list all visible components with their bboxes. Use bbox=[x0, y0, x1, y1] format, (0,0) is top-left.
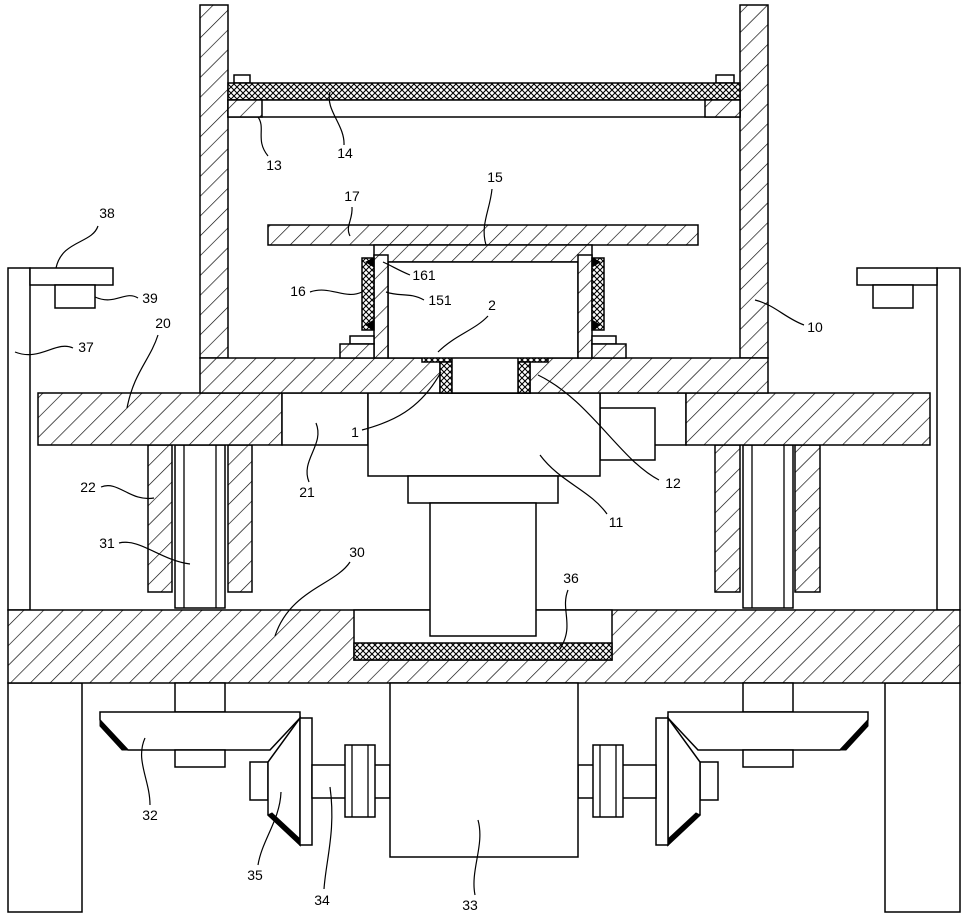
seal-strip-16-left bbox=[362, 258, 374, 330]
top-plate-17 bbox=[268, 225, 698, 245]
gear-hub bbox=[250, 762, 268, 800]
seal-strip-16-right bbox=[592, 258, 604, 330]
foot-step-right bbox=[592, 336, 616, 344]
label-16: 16 bbox=[290, 283, 306, 299]
label-20: 20 bbox=[155, 315, 171, 331]
leader-34 bbox=[324, 787, 332, 889]
cover-15-left-wall bbox=[374, 255, 388, 358]
housing-10 bbox=[200, 5, 768, 393]
right-leg bbox=[885, 683, 960, 912]
label-21: 21 bbox=[299, 484, 315, 500]
bevel-gear-32 bbox=[668, 712, 868, 750]
shaft-coupling bbox=[345, 745, 375, 817]
bevel-gear-32 bbox=[100, 712, 300, 750]
label-17: 17 bbox=[344, 188, 360, 204]
cover-15-right-wall bbox=[578, 255, 592, 358]
right-lamp bbox=[857, 268, 937, 308]
foot-step-left bbox=[350, 336, 374, 344]
mesh-pad-36 bbox=[354, 643, 612, 660]
left-lamp bbox=[30, 268, 113, 308]
gear-35-back bbox=[300, 718, 312, 845]
guide-sleeve-22-outer bbox=[148, 445, 172, 592]
label-35: 35 bbox=[247, 867, 263, 883]
cover-15-top bbox=[374, 245, 592, 262]
label-34: 34 bbox=[314, 892, 330, 908]
guide-sleeve-22-inner bbox=[228, 445, 252, 592]
filter-tab-left bbox=[234, 75, 250, 83]
support-block-13-right bbox=[705, 100, 740, 117]
label-12: 12 bbox=[665, 475, 681, 491]
lamp-39 bbox=[873, 285, 913, 308]
gear-mount-upper bbox=[743, 683, 793, 712]
label-13: 13 bbox=[266, 157, 282, 173]
housing-right-wall bbox=[740, 5, 768, 358]
leader-38 bbox=[56, 226, 98, 268]
label-15: 15 bbox=[487, 169, 503, 185]
support-block-13-left bbox=[228, 100, 262, 117]
lamp-39 bbox=[55, 285, 95, 308]
drive-block-11 bbox=[368, 393, 600, 476]
gear-35-back bbox=[656, 718, 668, 845]
drive-motor-33 bbox=[390, 683, 578, 857]
gear-mount-lower bbox=[743, 750, 793, 767]
right-drive bbox=[578, 683, 868, 845]
label-14: 14 bbox=[337, 145, 353, 161]
left-side-post-37 bbox=[8, 268, 30, 610]
lamp-holder-38 bbox=[857, 268, 937, 285]
lifting-plate-20-left bbox=[38, 393, 282, 445]
label-22: 22 bbox=[80, 479, 96, 495]
gear-hub bbox=[700, 762, 718, 800]
guide-sleeve-22-inner bbox=[715, 445, 740, 592]
cylinder-neck bbox=[408, 476, 558, 503]
label-33: 33 bbox=[462, 897, 478, 913]
lamp-holder-38 bbox=[30, 268, 113, 285]
lifting-plate-20-right bbox=[686, 393, 930, 445]
lifting-cylinder bbox=[430, 503, 536, 636]
housing-left-wall bbox=[200, 5, 228, 358]
foot-right bbox=[592, 344, 626, 358]
collar-2-right-sleeve bbox=[518, 362, 530, 393]
label-11: 11 bbox=[609, 514, 624, 530]
guide-sleeve-22-outer bbox=[795, 445, 820, 592]
leader-39 bbox=[95, 296, 138, 300]
label-37: 37 bbox=[78, 339, 94, 355]
leader-16 bbox=[310, 290, 362, 294]
label-161: 161 bbox=[412, 267, 436, 283]
label-31: 31 bbox=[99, 535, 115, 551]
left-leg bbox=[8, 683, 82, 912]
label-151: 151 bbox=[428, 292, 452, 308]
label-10: 10 bbox=[807, 319, 823, 335]
foot-left bbox=[340, 344, 374, 358]
label-38: 38 bbox=[99, 205, 115, 221]
label-32: 32 bbox=[142, 807, 158, 823]
filter-frame bbox=[228, 100, 740, 117]
leader-13 bbox=[258, 117, 268, 156]
gear-mount-lower bbox=[175, 750, 225, 767]
filter-tab-right bbox=[716, 75, 734, 83]
label-36: 36 bbox=[563, 570, 579, 586]
label-30: 30 bbox=[349, 544, 365, 560]
gear-mount-upper bbox=[175, 683, 225, 712]
leader-22 bbox=[101, 486, 154, 499]
label-2: 2 bbox=[488, 297, 496, 313]
shaft-coupling bbox=[593, 745, 623, 817]
guide-rod-31 bbox=[743, 445, 793, 608]
collar-2-left-sleeve bbox=[440, 362, 452, 393]
right-guide-assembly bbox=[715, 445, 820, 608]
filter-mesh-14 bbox=[228, 83, 740, 100]
left-guide-assembly bbox=[148, 445, 252, 608]
label-39: 39 bbox=[142, 290, 158, 306]
right-side-post-37 bbox=[937, 268, 960, 610]
guide-rod-31 bbox=[175, 445, 225, 608]
label-1: 1 bbox=[351, 424, 359, 440]
